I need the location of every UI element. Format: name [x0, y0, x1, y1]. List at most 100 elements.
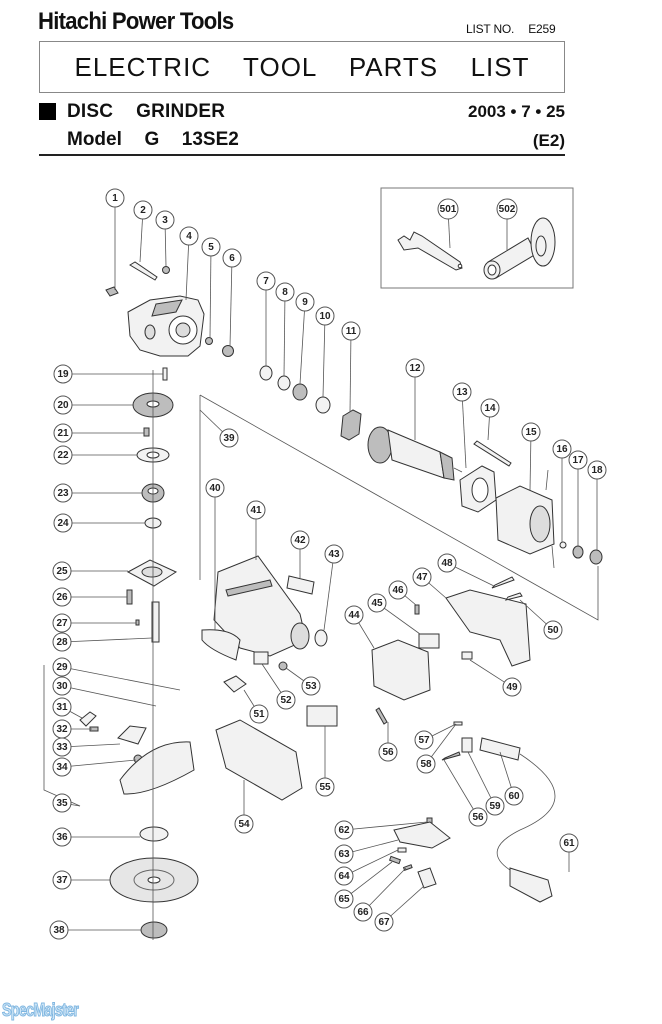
bearing-9-drawing [292, 383, 308, 401]
screw-56a-drawing [375, 707, 388, 725]
callout-45: 45 [367, 593, 387, 613]
callout-circle [53, 445, 73, 465]
callout-56b: 56 [468, 807, 488, 827]
document-date: 2003 • 7 • 25 [468, 102, 565, 121]
callout-number: 17 [572, 455, 584, 466]
pin-66-drawing [402, 864, 413, 871]
callout-22: 22 [53, 445, 73, 465]
power-cord-drawing [496, 753, 556, 871]
callout-502: 502 [496, 198, 518, 220]
callout-53: 53 [301, 676, 321, 696]
leader-line-30 [61, 685, 157, 707]
bushing-17-drawing [572, 545, 584, 559]
callout-circle [52, 632, 72, 652]
callout-18: 18 [587, 460, 607, 480]
carbon-brush-45-drawing [418, 633, 440, 649]
callout-circle [378, 742, 398, 762]
callout-circle [334, 866, 354, 886]
callout-circle [246, 500, 266, 520]
fan-guide-drawing [459, 465, 497, 513]
product-row: DISC GRINDER 2003 • 7 • 25 [39, 101, 565, 123]
callout-circle [179, 226, 199, 246]
callout-52: 52 [276, 690, 296, 710]
leader-line-11 [349, 330, 352, 413]
callout-number: 49 [506, 682, 518, 693]
connector-53-drawing [278, 661, 288, 671]
callout-circle [502, 677, 522, 697]
callout-circle [133, 200, 153, 220]
callout-circle [52, 587, 72, 607]
callout-circle [414, 730, 434, 750]
callout-7: 7 [256, 271, 276, 291]
leader-line-10 [322, 315, 326, 398]
callout-circle [468, 807, 488, 827]
callout-38: 38 [49, 920, 69, 940]
callout-number: 54 [238, 819, 250, 830]
callout-5: 5 [201, 237, 221, 257]
callout-number: 9 [302, 297, 308, 308]
pinion-6-drawing [222, 345, 234, 357]
callout-43: 43 [324, 544, 344, 564]
callout-circle [52, 676, 72, 696]
callout-number: 57 [418, 735, 430, 746]
model-row: Model G 13SE2 (E2) [39, 129, 565, 153]
callout-circle [334, 820, 354, 840]
callout-number: 23 [57, 488, 69, 499]
callout-number: 32 [56, 724, 68, 735]
tail-cover-47-drawing [445, 589, 531, 667]
callout-circle [52, 793, 72, 813]
callout-circle [437, 553, 457, 573]
stator-drawing [495, 469, 555, 569]
callout-13: 13 [452, 382, 472, 402]
callout-circle [341, 321, 361, 341]
cord-clip-59-drawing [461, 737, 473, 753]
callout-24: 24 [53, 513, 73, 533]
callout-circle [334, 844, 354, 864]
bearing-holder-11-drawing [340, 409, 362, 441]
nut-5-drawing [205, 337, 213, 345]
wheel-nut-38-drawing [140, 921, 168, 939]
leader-line-34 [61, 759, 137, 768]
callout-61: 61 [559, 833, 579, 853]
callout-47: 47 [412, 567, 432, 587]
callout-circle [480, 398, 500, 418]
callout-50: 50 [543, 620, 563, 640]
callout-number: 13 [456, 387, 468, 398]
callout-63: 63 [334, 844, 354, 864]
list-number-value: E259 [528, 22, 556, 36]
model-code: (E2) [532, 131, 565, 150]
leader-line-59 [467, 751, 496, 807]
callout-circle [452, 382, 472, 402]
callout-17: 17 [568, 450, 588, 470]
callout-number: 39 [223, 433, 235, 444]
callout-number: 56 [382, 747, 394, 758]
callout-circle [205, 478, 225, 498]
leader-line-62 [343, 821, 428, 831]
brush-holder-44-drawing [371, 639, 431, 701]
callout-58: 58 [416, 754, 436, 774]
callout-16: 16 [552, 439, 572, 459]
callout-number: 35 [56, 798, 68, 809]
hook-40-drawing [201, 629, 241, 661]
callout-number: 52 [280, 695, 292, 706]
callout-circle [295, 292, 315, 312]
callout-28: 28 [52, 632, 72, 652]
callout-number: 24 [57, 518, 69, 529]
callout-circle [249, 704, 269, 724]
callout-circle [52, 870, 72, 890]
callout-number: 36 [56, 832, 68, 843]
callout-number: 12 [409, 363, 421, 374]
callout-number: 63 [338, 849, 350, 860]
leader-line-4 [185, 235, 190, 301]
callout-number: 55 [319, 782, 331, 793]
callout-circle [53, 423, 73, 443]
callout-circle [552, 439, 572, 459]
wrench-drawing [397, 231, 463, 271]
callout-29: 29 [52, 657, 72, 677]
callout-number: 502 [499, 204, 516, 215]
callout-circle [52, 613, 72, 633]
lever-63-drawing [393, 821, 451, 849]
leader-line-64 [343, 849, 399, 877]
callout-number: 43 [328, 549, 340, 560]
callout-circle [234, 814, 254, 834]
